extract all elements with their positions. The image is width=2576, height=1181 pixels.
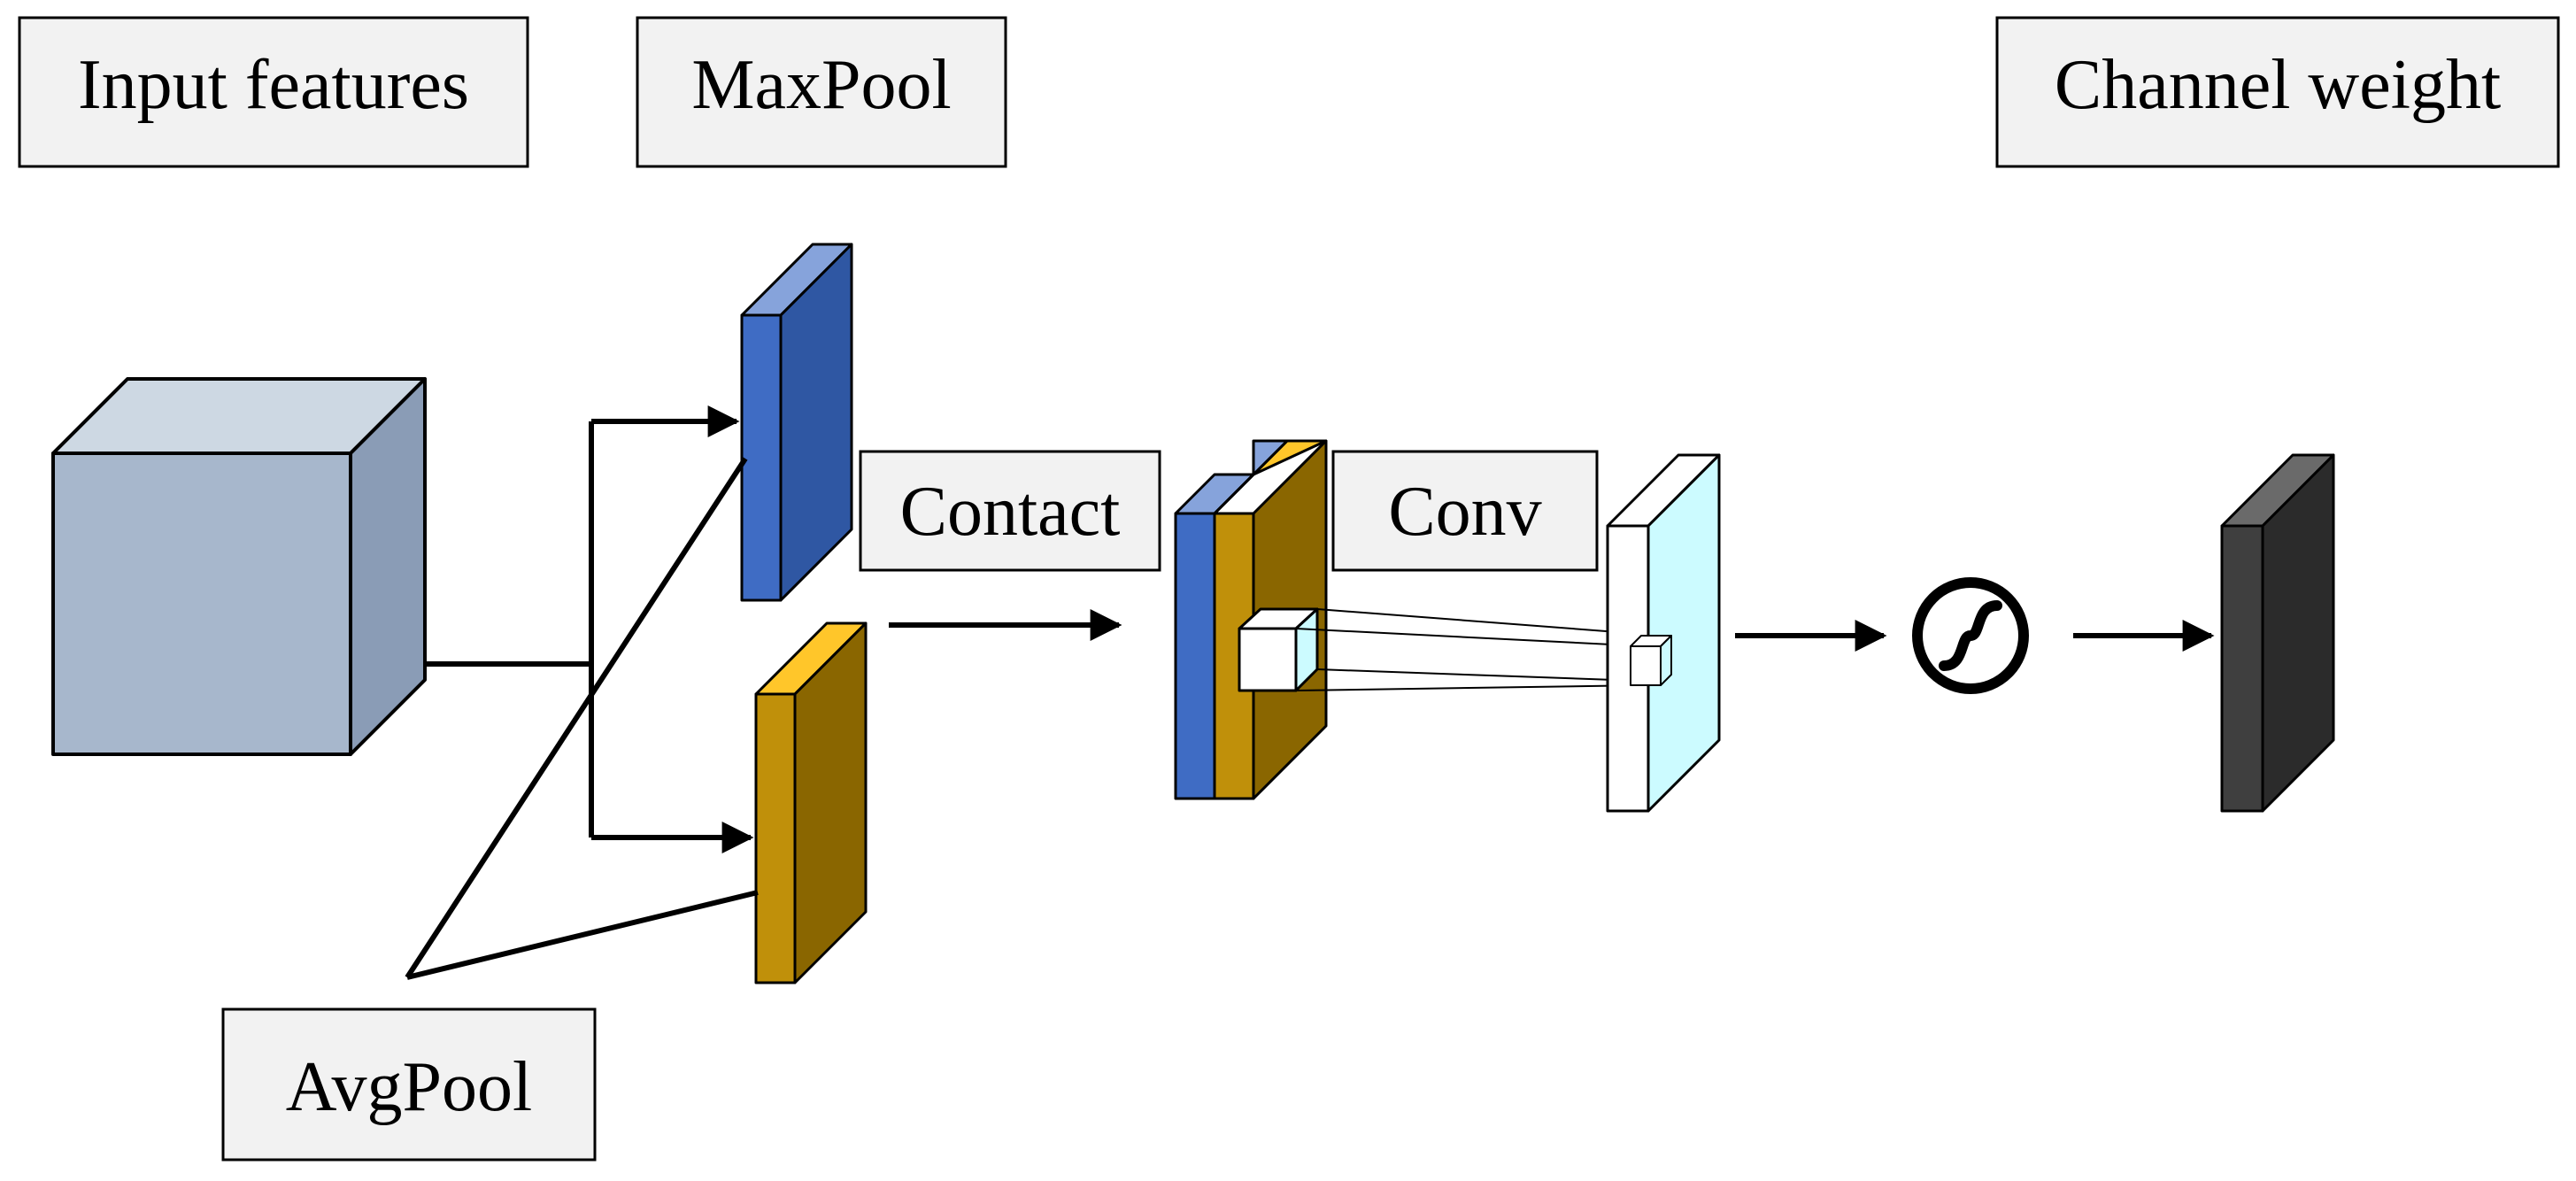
maxpool-label: MaxPool [691,46,951,124]
conv-kernel-cube [1238,607,1319,692]
conv-label: Conv [1388,473,1541,551]
sigmoid-icon [1912,577,2029,694]
contact-label: Contact [900,473,1121,551]
input-to-pool-connectors [425,405,754,853]
input-features-cube [51,377,427,756]
avgpool-feature-map [754,621,868,984]
channel-weight-map [2220,453,2335,813]
conv-output-map [1606,453,1721,813]
avgpool-label: AvgPool [286,1048,533,1126]
channel-weight-label-box: Channel weight [1995,16,2560,168]
avgpool-label-box: AvgPool [221,1007,597,1162]
conv-output-cell [1630,635,1672,686]
channel-weight-label: Channel weight [2055,46,2501,124]
input-features-label: Input features [78,46,469,124]
conv-label-box: Conv [1331,450,1599,572]
maxpool-label-box: MaxPool [636,16,1007,168]
maxpool-feature-map [740,243,853,602]
contact-label-box: Contact [859,450,1161,572]
avgpool-pointer-lines [405,457,759,980]
input-features-label-box: Input features [18,16,529,168]
